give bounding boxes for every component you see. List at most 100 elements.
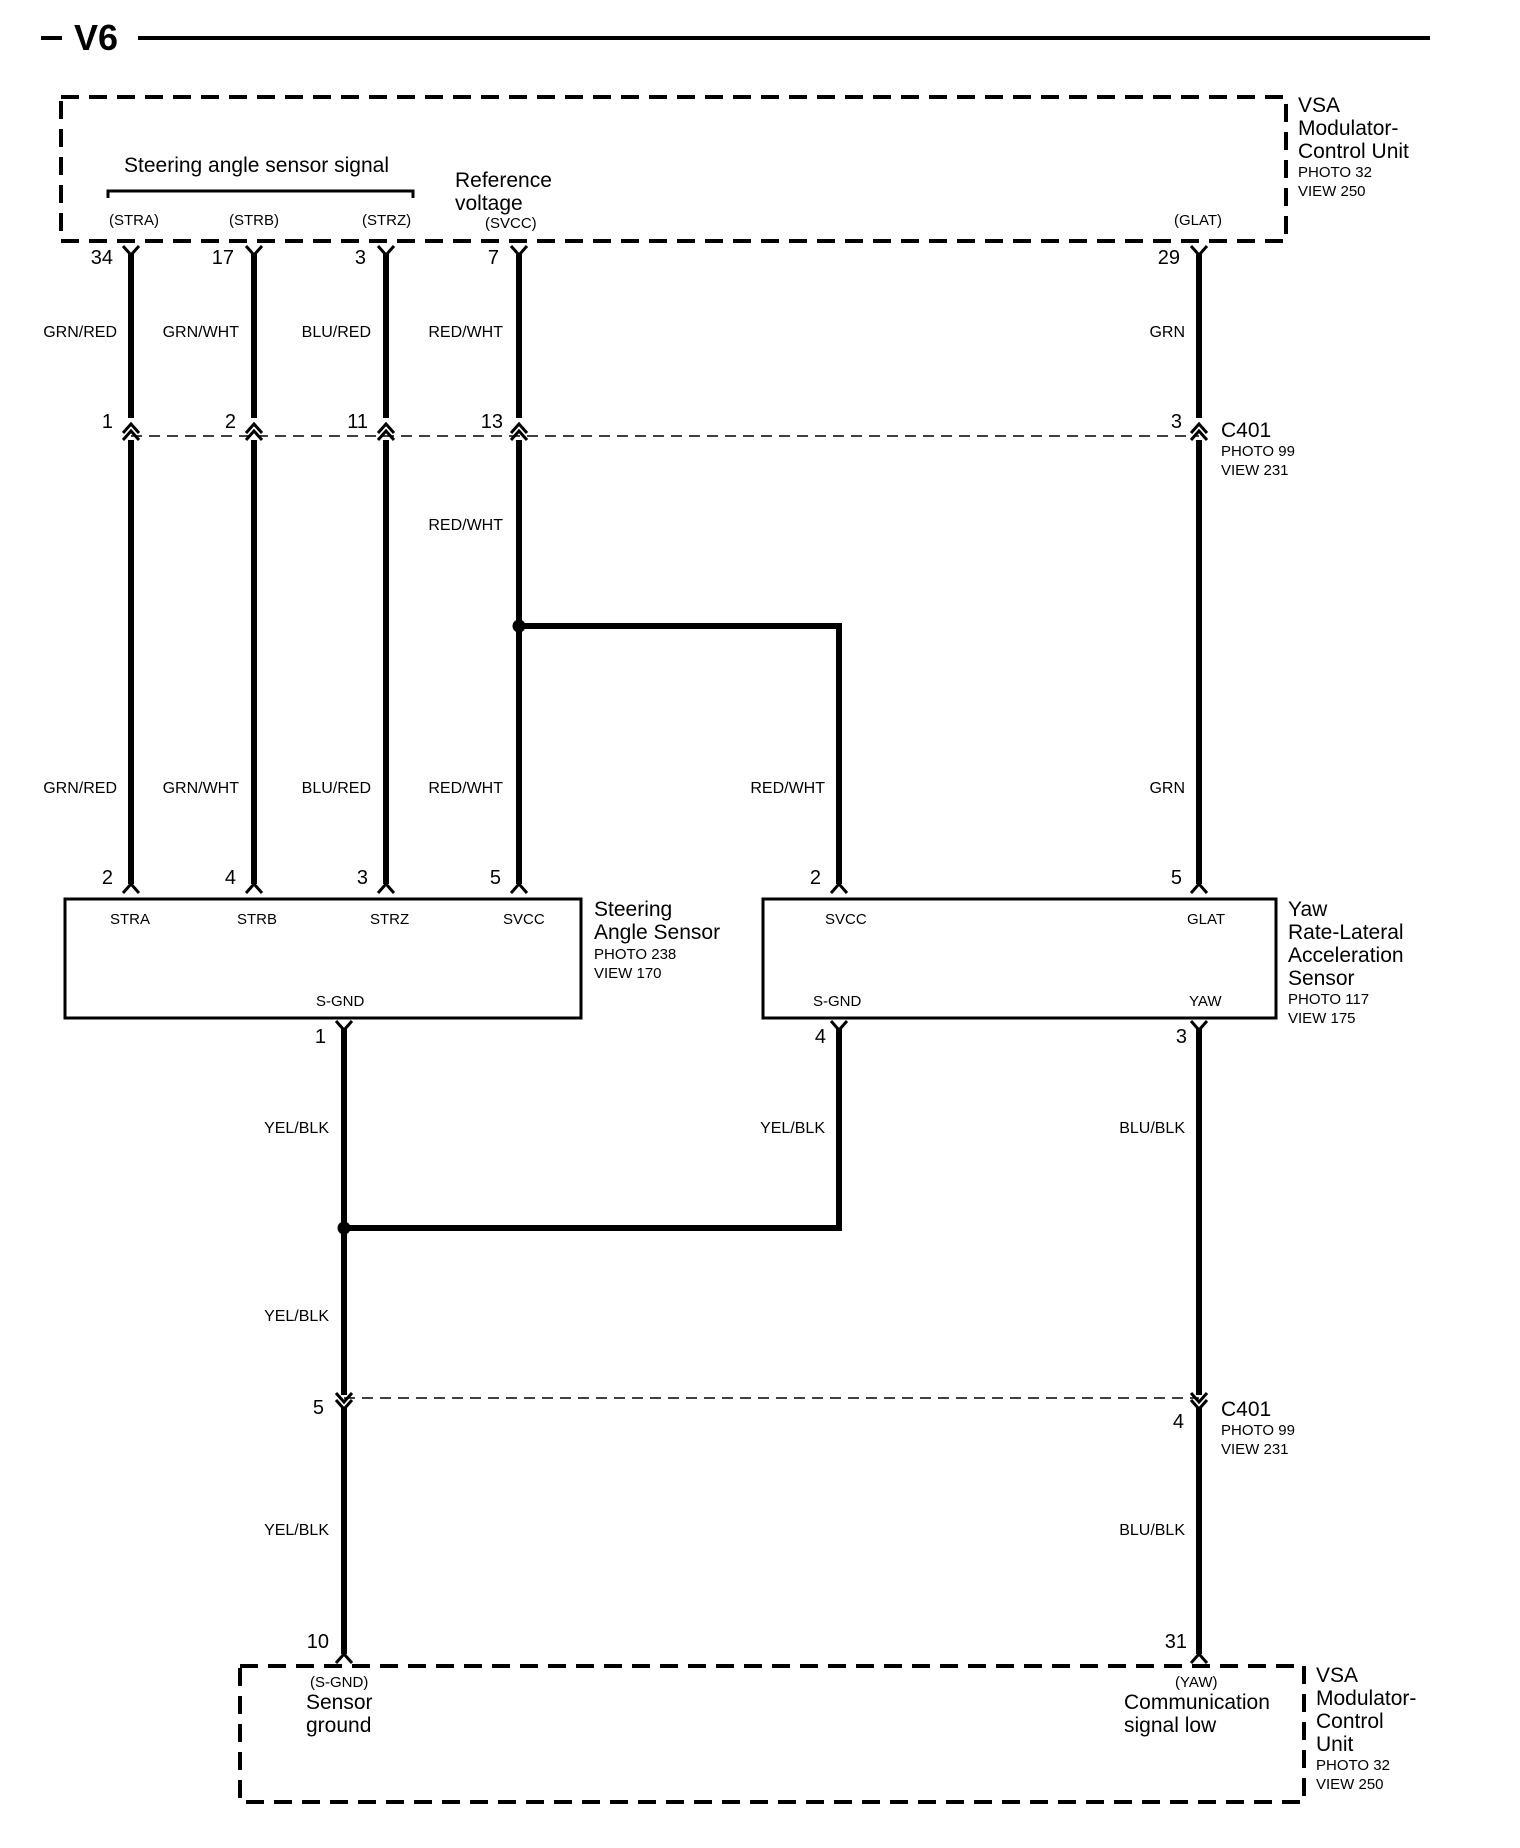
sas-terminal-strz: STRZ (370, 911, 409, 928)
svg-text:Sensor: Sensor (1288, 967, 1355, 990)
sas-terminal-sgnd: S-GND (316, 993, 365, 1010)
yaw-terminal-glat: GLAT (1187, 911, 1225, 928)
ground-wires (341, 1028, 1202, 1395)
svg-text:Control Unit: Control Unit (1298, 140, 1409, 163)
c401-top-terminals (121, 421, 1209, 441)
svg-text:Control: Control (1316, 1710, 1384, 1733)
svg-text:VIEW 250: VIEW 250 (1298, 183, 1366, 200)
svg-text:PHOTO 238: PHOTO 238 (594, 946, 676, 963)
svg-text:PHOTO 32: PHOTO 32 (1316, 1757, 1390, 1774)
svg-text:Unit: Unit (1316, 1733, 1354, 1756)
svg-text:VSA: VSA (1316, 1664, 1358, 1687)
c401-pin-2: 2 (225, 411, 236, 433)
svg-text:Modulator-: Modulator- (1298, 117, 1398, 140)
pin-31: 31 (1165, 1631, 1187, 1653)
wire-color-grn-wht-lower: GRN/WHT (163, 780, 240, 797)
upper-wires (128, 253, 1202, 418)
lower-wires (128, 440, 1202, 884)
wire-color-red-wht-mid: RED/WHT (428, 517, 503, 534)
sas-terminal-stra: STRA (110, 911, 150, 928)
sas-terminal-svcc: SVCC (503, 911, 545, 928)
svg-text:Rate-Lateral: Rate-Lateral (1288, 921, 1404, 944)
yaw-rate-sensor-label: Yaw Rate-Lateral Acceleration Sensor PHO… (1288, 898, 1404, 1027)
pin-17: 17 (212, 247, 234, 269)
wire-color-blu-blk-upper: BLU/BLK (1119, 1120, 1185, 1137)
wire-color-blu-red-lower: BLU/RED (302, 780, 371, 797)
reference-voltage-label-2: voltage (455, 192, 523, 215)
bottom-wires (341, 1408, 1202, 1654)
svg-text:C401: C401 (1221, 419, 1271, 442)
sas-pin-2: 2 (102, 867, 113, 889)
signal-group-bracket (106, 189, 415, 198)
pin-29: 29 (1158, 247, 1180, 269)
signal-svcc: (SVCC) (485, 215, 537, 232)
sas-pin-4: 4 (225, 867, 236, 889)
vsa-top-terminals (121, 245, 1209, 258)
wire-color-blu-red-upper: BLU/RED (302, 324, 371, 341)
wire-color-grn-red-lower: GRN/RED (43, 780, 117, 797)
c401-top-label: C401 PHOTO 99 VIEW 231 (1221, 419, 1295, 479)
vsa-bottom-box (238, 1664, 1306, 1804)
c401-pin-11: 11 (347, 411, 368, 433)
yaw-pin-2: 2 (810, 867, 821, 889)
wire-color-grn-lower: GRN (1149, 780, 1185, 797)
vsa-top-box (59, 95, 1288, 243)
svg-text:C401: C401 (1221, 1398, 1271, 1421)
sas-pin-5: 5 (490, 867, 501, 889)
signal-strz: (STRZ) (362, 212, 411, 229)
signal-stra: (STRA) (109, 212, 159, 229)
vsa-bottom-terminals (334, 1651, 1209, 1664)
svg-text:Angle Sensor: Angle Sensor (594, 921, 720, 944)
sas-terminal-strb: STRB (237, 911, 277, 928)
svg-text:Acceleration: Acceleration (1288, 944, 1404, 967)
yaw-terminal-sgnd: S-GND (813, 993, 862, 1010)
wire-color-yel-blk-bottom: YEL/BLK (264, 1522, 329, 1539)
vsa-top-title: VSA Modulator- Control Unit PHOTO 32 VIE… (1298, 94, 1409, 200)
sensor-ground-label-2: ground (306, 1714, 371, 1737)
wire-color-red-wht-lower: RED/WHT (428, 780, 503, 797)
wire-color-yel-blk-yaw: YEL/BLK (760, 1120, 825, 1137)
steering-signal-group-label: Steering angle sensor signal (124, 154, 389, 177)
c401-bottom-terminals (334, 1392, 1209, 1412)
wire-color-yel-blk-sas: YEL/BLK (264, 1120, 329, 1137)
wire-color-red-wht-yaw: RED/WHT (750, 780, 825, 797)
svg-text:VIEW 231: VIEW 231 (1221, 462, 1289, 479)
signal-glat: (GLAT) (1174, 212, 1222, 229)
c401-bottom-label: C401 PHOTO 99 VIEW 231 (1221, 1398, 1295, 1458)
signal-yaw: (YAW) (1175, 1674, 1218, 1691)
c401-pin-3: 3 (1171, 411, 1182, 433)
yaw-terminal-svcc: SVCC (825, 911, 867, 928)
wire-color-blu-blk-bottom: BLU/BLK (1119, 1522, 1185, 1539)
comm-signal-label-1: Communication (1124, 1691, 1270, 1714)
signal-strb: (STRB) (229, 212, 279, 229)
sensor-bottom-terminals (334, 1020, 1209, 1033)
pin-7: 7 (488, 247, 499, 269)
signal-sgnd: (S-GND) (310, 1674, 368, 1691)
steering-angle-sensor-box (63, 897, 583, 1020)
sas-pin-1: 1 (315, 1026, 326, 1048)
yaw-pin-4: 4 (815, 1026, 826, 1048)
pin-34: 34 (91, 247, 113, 269)
yaw-rate-sensor-box (761, 897, 1278, 1020)
splice-svcc (512, 619, 526, 633)
c401-pin-4: 4 (1173, 1411, 1184, 1433)
pin-10: 10 (307, 1631, 329, 1653)
c401-pin-13: 13 (481, 411, 503, 433)
steering-angle-sensor-label: Steering Angle Sensor PHOTO 238 VIEW 170 (594, 898, 720, 982)
wire-color-red-wht-upper: RED/WHT (428, 324, 503, 341)
pin-3: 3 (355, 247, 366, 269)
svg-text:VIEW 231: VIEW 231 (1221, 1441, 1289, 1458)
svg-text:PHOTO 99: PHOTO 99 (1221, 443, 1295, 460)
yaw-terminal-yaw: YAW (1189, 993, 1222, 1010)
svg-text:PHOTO 117: PHOTO 117 (1288, 991, 1369, 1008)
wire-color-yel-blk-mid: YEL/BLK (264, 1308, 329, 1325)
wire-color-grn-wht-upper: GRN/WHT (163, 324, 240, 341)
c401-pin-1: 1 (102, 411, 113, 433)
svg-text:Yaw: Yaw (1288, 898, 1328, 921)
sensor-top-terminals (121, 881, 1209, 894)
page-title: V6 (74, 17, 118, 58)
yaw-pin-3: 3 (1176, 1026, 1187, 1048)
svg-text:VIEW 170: VIEW 170 (594, 965, 662, 982)
vsa-bottom-title: VSA Modulator- Control Unit PHOTO 32 VIE… (1316, 1664, 1416, 1793)
svg-text:VIEW 250: VIEW 250 (1316, 1776, 1384, 1793)
